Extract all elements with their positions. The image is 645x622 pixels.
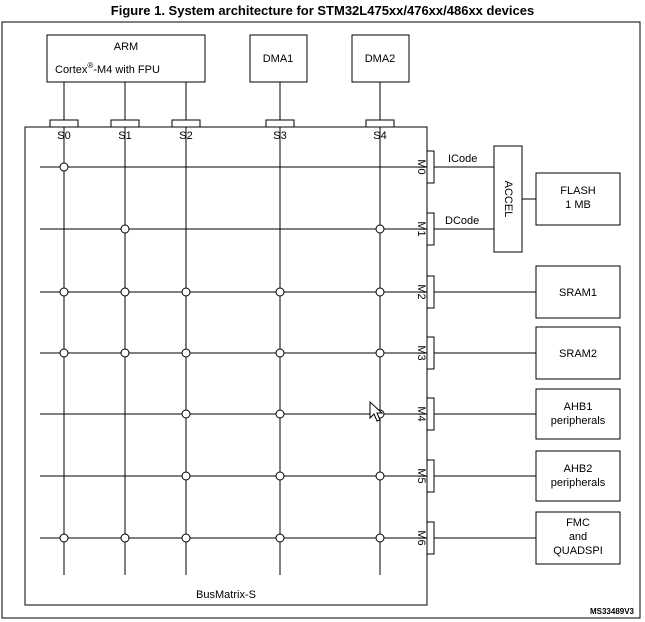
connection-dot-m3-s0 (59, 348, 69, 358)
outer-frame (1, 21, 641, 619)
dma1-box (249, 34, 308, 83)
connection-dot-m1-s4 (375, 224, 385, 234)
dma1-label: DMA1 (263, 53, 294, 65)
master-port-label-m5: M5 (415, 468, 427, 483)
dma2-label: DMA2 (365, 53, 396, 65)
figure-title: Figure 1. System architecture for STM32L… (110, 3, 535, 18)
connection-dot-m5-s2 (181, 471, 191, 481)
connection-dot-m6-s1 (120, 533, 130, 543)
ahb1-sub-label: peripherals (551, 415, 606, 427)
master-port-label-m0: M0 (415, 159, 427, 174)
connection-dot-m5-s3 (275, 471, 285, 481)
slave-port-tab-s0 (49, 119, 79, 128)
slave-port-tab-s1 (110, 119, 140, 128)
slave-port-tab-s2 (171, 119, 201, 128)
fmc-box (535, 511, 621, 565)
connection-dot-m4-s3 (275, 409, 285, 419)
arm-label: ARM (114, 41, 138, 53)
sram1-label: SRAM1 (559, 287, 597, 299)
master-links (63, 82, 381, 120)
accel-links (436, 166, 536, 230)
flash-size-label: 1 MB (565, 199, 591, 211)
connection-dot-m2-s4 (375, 287, 385, 297)
ahb1-box (535, 388, 621, 440)
connection-dot-m4-s2 (181, 409, 191, 419)
fmc-and-label: and (569, 531, 587, 543)
master-port-label-m6: M6 (415, 530, 427, 545)
connection-dot-m6-s0 (59, 533, 69, 543)
connection-dot-m6-s2 (181, 533, 191, 543)
connection-dot-m1-s1 (120, 224, 130, 234)
arm-box (46, 34, 206, 83)
master-port-label-m3: M3 (415, 345, 427, 360)
sram2-box (535, 326, 621, 380)
sram2-label: SRAM2 (559, 348, 597, 360)
flash-box (535, 172, 621, 226)
ahb2-label: AHB2 (564, 463, 593, 475)
master-port-label-m1: M1 (415, 221, 427, 236)
slave-port-tab-s4 (365, 119, 395, 128)
dcode-label: DCode (445, 215, 479, 227)
connection-dot-m3-s1 (120, 348, 130, 358)
slave-port-tab-s3 (265, 119, 295, 128)
connection-dot-m3-s2 (181, 348, 191, 358)
accel-label: ACCEL (502, 181, 514, 218)
connection-dot-m6-s4 (375, 533, 385, 543)
master-port-label-m4: M4 (415, 406, 427, 421)
connection-points (59, 162, 385, 543)
target-boxes: FLASH 1 MB SRAM1 SRAM2 AHB1 peripherals … (535, 172, 621, 565)
connection-dot-m5-s4 (375, 471, 385, 481)
flash-label: FLASH (560, 185, 596, 197)
master-port-label-m2: M2 (415, 284, 427, 299)
icode-label: ICode (448, 153, 477, 165)
connection-dot-m3-s4 (375, 348, 385, 358)
dma2-box (351, 34, 410, 83)
connection-dot-m2-s3 (275, 287, 285, 297)
fmc-quadspi-label: QUADSPI (553, 545, 603, 557)
ref-code: MS33489V3 (590, 607, 635, 616)
target-links (436, 291, 536, 539)
connection-dot-m2-s2 (181, 287, 191, 297)
connection-dot-m2-s0 (59, 287, 69, 297)
ahb2-sub-label: peripherals (551, 477, 606, 489)
connection-dot-m6-s3 (275, 533, 285, 543)
sram1-box (535, 265, 621, 319)
accel-box (493, 145, 523, 253)
ahb2-box (535, 450, 621, 502)
mouse-cursor-icon (369, 400, 384, 422)
ahb1-label: AHB1 (564, 401, 593, 413)
arm-core-label: Cortex®-M4 with FPU (55, 61, 160, 76)
busmatrix-box (24, 126, 428, 606)
busmatrix-label: BusMatrix-S (196, 589, 256, 601)
connection-dot-m0-s0 (59, 162, 69, 172)
bus-grid (40, 127, 428, 575)
connection-dot-m3-s3 (275, 348, 285, 358)
connection-dot-m2-s1 (120, 287, 130, 297)
fmc-label: FMC (566, 517, 590, 529)
